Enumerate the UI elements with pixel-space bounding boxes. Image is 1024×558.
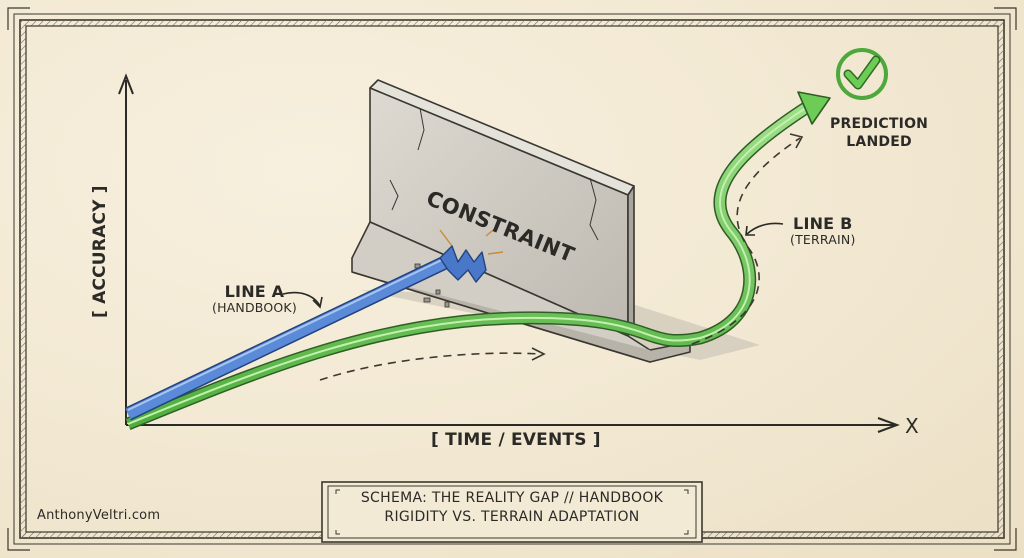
line-a-label: LINE A (HANDBOOK) <box>212 282 297 316</box>
check-circle-icon <box>836 48 888 100</box>
line-b-path <box>125 91 831 431</box>
line-a-title: LINE A <box>224 282 285 301</box>
line-b-subtitle: (TERRAIN) <box>790 232 856 248</box>
prediction-line2: LANDED <box>846 134 912 151</box>
x-axis-letter: X <box>905 414 919 438</box>
site-credit: AnthonyVeltri.com <box>37 508 161 523</box>
dashed-guides <box>319 137 801 381</box>
line-a-subtitle: (HANDBOOK) <box>212 300 297 316</box>
caption-line2: RIGIDITY VS. TERRAIN ADAPTATION <box>384 508 640 525</box>
debris <box>414 263 450 308</box>
line-b-label: LINE B (TERRAIN) <box>790 214 856 248</box>
impact-burst <box>439 225 504 255</box>
diagram-caption: SCHEMA: THE REALITY GAP // HANDBOOK RIGI… <box>333 489 691 527</box>
label-arrows <box>282 222 784 309</box>
line-a-path <box>124 245 487 421</box>
axes <box>118 73 900 433</box>
line-b-title: LINE B <box>793 214 853 233</box>
prediction-line1: PREDICTION <box>830 116 929 132</box>
caption-frame <box>321 481 703 543</box>
caption-line1: SCHEMA: THE REALITY GAP // HANDBOOK <box>360 490 664 506</box>
y-axis-label: [ ACCURACY ] <box>90 185 110 318</box>
constraint-wall <box>351 79 691 363</box>
x-axis-label: [ TIME / EVENTS ] <box>431 430 601 450</box>
prediction-landed-label: PREDICTION LANDED <box>830 115 928 151</box>
